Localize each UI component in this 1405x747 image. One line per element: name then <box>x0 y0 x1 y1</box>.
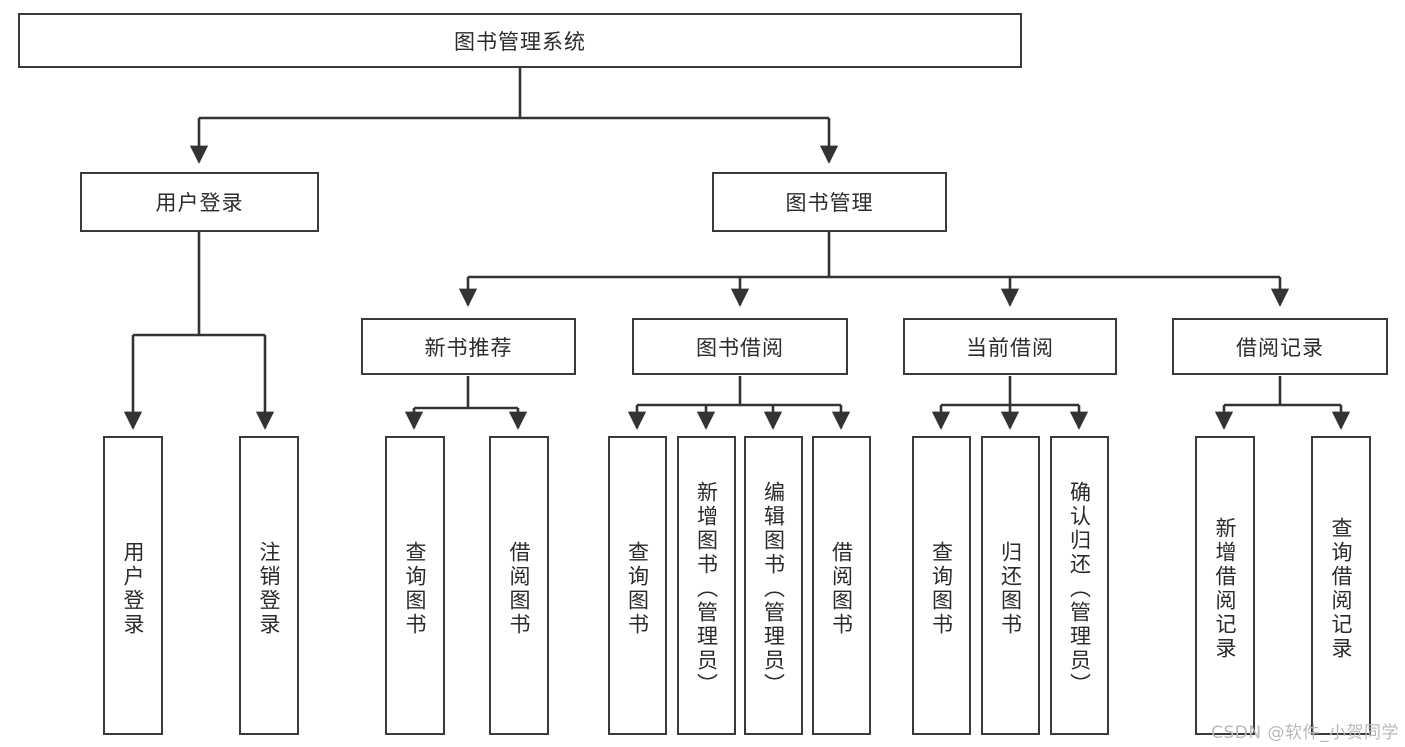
leaf-user-login-signin[interactable]: 用户登录 <box>103 436 163 735</box>
node-current-borrow[interactable]: 当前借阅 <box>903 318 1117 375</box>
node-current-borrow-label: 当前借阅 <box>966 335 1054 360</box>
leaf-label: 新增图书（管理员） <box>694 480 719 697</box>
node-borrow-record-label: 借阅记录 <box>1236 335 1324 360</box>
node-user-login-label: 用户登录 <box>155 191 244 215</box>
leaf-current-confirm-return-admin[interactable]: 确认归还（管理员） <box>1050 436 1109 735</box>
leaf-record-query-record[interactable]: 查询借阅记录 <box>1311 436 1371 735</box>
leaf-user-login-signout[interactable]: 注销登录 <box>239 436 299 735</box>
csdn-watermark: CSDN @软件_小贺同学 <box>1211 723 1399 743</box>
leaf-label: 注销登录 <box>257 540 282 637</box>
node-book-borrow-label: 图书借阅 <box>696 335 784 360</box>
leaf-label: 借阅图书 <box>507 540 532 637</box>
leaf-label: 查询图书 <box>929 540 954 637</box>
leaf-label: 新增借阅记录 <box>1213 516 1238 661</box>
leaf-recommend-borrow-book[interactable]: 借阅图书 <box>489 436 549 735</box>
leaf-label: 查询图书 <box>625 540 650 637</box>
leaf-recommend-query-book[interactable]: 查询图书 <box>385 436 445 735</box>
node-new-book-recommend-label: 新书推荐 <box>424 335 513 360</box>
leaf-current-query-book[interactable]: 查询图书 <box>912 436 971 735</box>
node-new-book-recommend[interactable]: 新书推荐 <box>361 318 576 375</box>
leaf-borrow-query-book[interactable]: 查询图书 <box>608 436 667 735</box>
leaf-label: 归还图书 <box>998 540 1023 637</box>
leaf-borrow-edit-book-admin[interactable]: 编辑图书（管理员） <box>744 436 803 735</box>
node-root-label: 图书管理系统 <box>454 29 586 54</box>
leaf-label: 查询借阅记录 <box>1329 516 1354 661</box>
leaf-label: 确认归还（管理员） <box>1067 480 1092 697</box>
leaf-label: 查询图书 <box>403 540 428 637</box>
leaf-label: 借阅图书 <box>829 540 854 637</box>
node-borrow-record[interactable]: 借阅记录 <box>1172 318 1388 375</box>
node-book-management[interactable]: 图书管理 <box>712 172 947 232</box>
node-book-management-label: 图书管理 <box>785 191 874 215</box>
node-root[interactable]: 图书管理系统 <box>18 13 1022 68</box>
leaf-borrow-borrow-book[interactable]: 借阅图书 <box>812 436 871 735</box>
leaf-record-add-record[interactable]: 新增借阅记录 <box>1195 436 1255 735</box>
node-user-login[interactable]: 用户登录 <box>80 172 319 232</box>
node-book-borrow[interactable]: 图书借阅 <box>632 318 848 375</box>
leaf-label: 用户登录 <box>121 540 146 637</box>
leaf-borrow-add-book-admin[interactable]: 新增图书（管理员） <box>677 436 736 735</box>
leaf-current-return-book[interactable]: 归还图书 <box>981 436 1040 735</box>
leaf-label: 编辑图书（管理员） <box>761 480 786 697</box>
